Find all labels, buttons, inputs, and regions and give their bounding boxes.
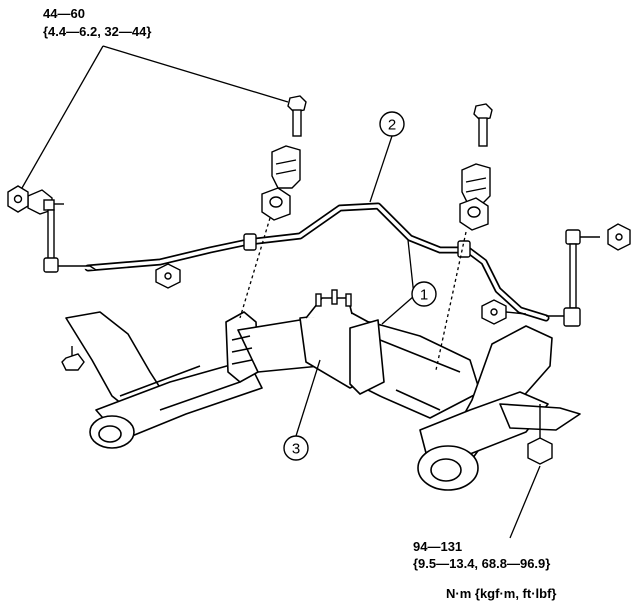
- leader-lines: [21, 45, 541, 539]
- bar-bushings: [243, 233, 471, 258]
- torque-bottom-value: 94—131: [413, 539, 463, 554]
- torque-top-conversions: {4.4—6.2, 32—44}: [43, 24, 152, 39]
- right-control-link: [481, 223, 631, 327]
- left-bar-nut: [155, 263, 181, 289]
- svg-text:1: 1: [420, 287, 428, 304]
- callout-2: 2: [379, 111, 405, 137]
- crossmember: [65, 297, 581, 491]
- callout-3: 3: [283, 435, 309, 461]
- mount-studs: [315, 289, 352, 307]
- left-bracket-assembly: [261, 95, 307, 221]
- torque-bottom-conversions: {9.5—13.4, 68.8—96.9}: [413, 556, 551, 571]
- svg-text:3: 3: [292, 441, 300, 458]
- right-bracket-assembly: [459, 103, 493, 231]
- left-control-link: [7, 185, 97, 273]
- units-legend: N·m {kgf·m, ft·lbf}: [446, 586, 557, 601]
- left-arm-nut: [61, 346, 85, 371]
- callout-1: 1: [411, 281, 437, 307]
- torque-top-value: 44—60: [43, 6, 85, 21]
- bottom-bolt: [527, 404, 553, 465]
- svg-text:2: 2: [388, 117, 396, 134]
- stabilizer-bar: [84, 202, 550, 322]
